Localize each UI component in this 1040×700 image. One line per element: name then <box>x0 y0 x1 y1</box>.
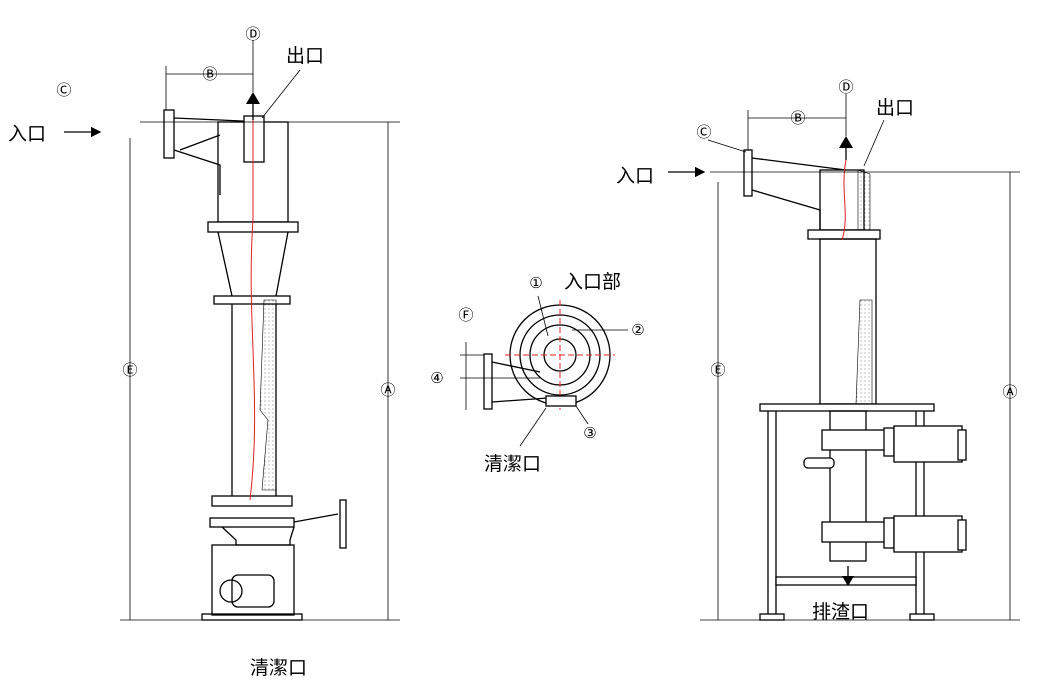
marker-e-right: Ⓔ <box>710 361 725 379</box>
marker-b-right: Ⓑ <box>790 109 805 127</box>
left-outlet-label: 出口 <box>286 45 324 67</box>
marker-b-left: Ⓑ <box>202 65 217 83</box>
left-view <box>64 40 400 621</box>
marker-c-right: Ⓒ <box>696 123 711 141</box>
marker-e-left: Ⓔ <box>122 361 137 379</box>
marker-f: Ⓕ <box>458 306 473 324</box>
left-inlet-label: 入口 <box>8 123 46 145</box>
marker-4: ④ <box>430 369 443 387</box>
right-outlet-label: 出口 <box>876 97 914 119</box>
right-view <box>668 94 1020 621</box>
left-cleanout-label: 清潔口 <box>250 657 307 679</box>
marker-2: ② <box>631 321 644 339</box>
marker-d-left: Ⓓ <box>245 25 260 43</box>
slag-outlet-label: 排渣口 <box>812 601 869 623</box>
inlet-section-label: 入口部 <box>564 271 621 293</box>
marker-3: ③ <box>583 424 596 442</box>
right-inlet-label: 入口 <box>616 165 654 187</box>
marker-c-left: Ⓒ <box>56 81 71 99</box>
marker-a-right: Ⓐ <box>1002 383 1017 401</box>
center-cleanout-label: 清潔口 <box>484 453 541 475</box>
marker-d-right: Ⓓ <box>838 78 853 96</box>
center-inlet-view <box>460 295 628 447</box>
marker-a-left: Ⓐ <box>380 381 395 399</box>
marker-1: ① <box>529 274 542 292</box>
